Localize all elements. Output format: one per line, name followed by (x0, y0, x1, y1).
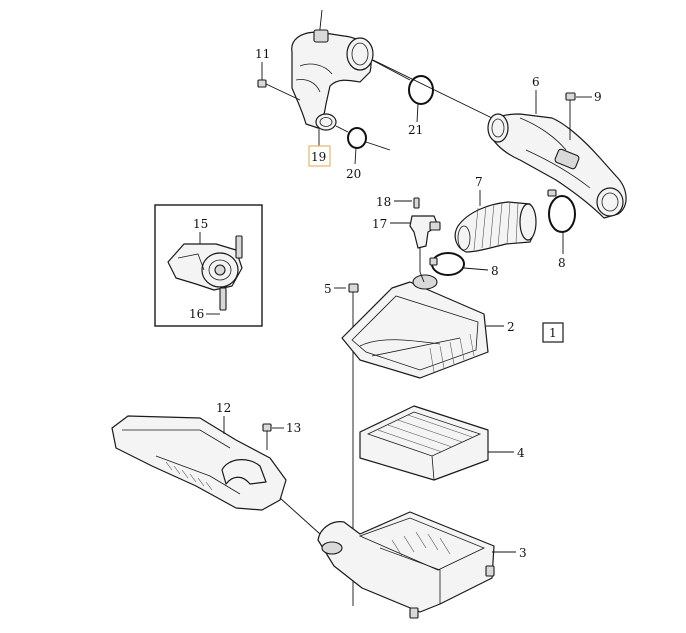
label-20: 20 (346, 167, 361, 181)
label-3: 3 (519, 546, 527, 560)
label-15: 15 (193, 217, 208, 231)
label-4: 4 (517, 446, 525, 460)
part-12-intake-snorkel[interactable] (111, 415, 321, 535)
part-17-sensor[interactable] (390, 215, 441, 272)
part-16-screw[interactable] (206, 287, 227, 315)
hose-ribs (473, 201, 519, 251)
label-17: 17 (372, 217, 387, 231)
label-6: 6 (532, 75, 540, 89)
part-15-throttle-body[interactable] (167, 232, 243, 291)
part-6-air-duct[interactable] (487, 90, 627, 219)
label-1: 1 (549, 326, 557, 340)
label-8-left: 8 (491, 264, 499, 278)
part-20-o-ring[interactable] (335, 125, 391, 165)
highlight-box-19 (308, 145, 331, 167)
label-1-box (542, 322, 564, 343)
label-18: 18 (376, 195, 391, 209)
label-8-right: 8 (558, 256, 566, 270)
label-9: 9 (594, 90, 602, 104)
label-7: 7 (475, 175, 483, 189)
label-12: 12 (216, 401, 231, 415)
label-11: 11 (255, 47, 270, 61)
label-2: 2 (507, 320, 515, 334)
filter-pleats (377, 414, 473, 453)
part-8-clamp-right[interactable] (547, 189, 576, 254)
part-19-intake-elbow[interactable] (291, 9, 374, 131)
part-18-screw[interactable] (394, 197, 420, 209)
part-4-filter-element[interactable] (359, 405, 514, 481)
part-2-housing-cover[interactable] (341, 274, 504, 379)
part-11-bolt[interactable] (257, 62, 301, 101)
label-5: 5 (324, 282, 332, 296)
part-7-corrugated-hose[interactable] (454, 190, 537, 253)
part-13-bolt[interactable] (262, 423, 284, 450)
label-19: 19 (311, 150, 326, 164)
part-21-o-ring[interactable] (371, 59, 434, 123)
snorkel-grille (165, 461, 213, 491)
part-9-bolt[interactable] (565, 92, 592, 101)
inset-frame (154, 204, 263, 327)
label-16: 16 (189, 307, 204, 321)
part-8-clamp-left[interactable] (429, 252, 489, 276)
label-13: 13 (286, 421, 301, 435)
label-21: 21 (408, 123, 423, 137)
housing-ribs (391, 531, 451, 557)
part-3-lower-housing[interactable] (317, 511, 516, 619)
cover-ribs (429, 333, 475, 373)
